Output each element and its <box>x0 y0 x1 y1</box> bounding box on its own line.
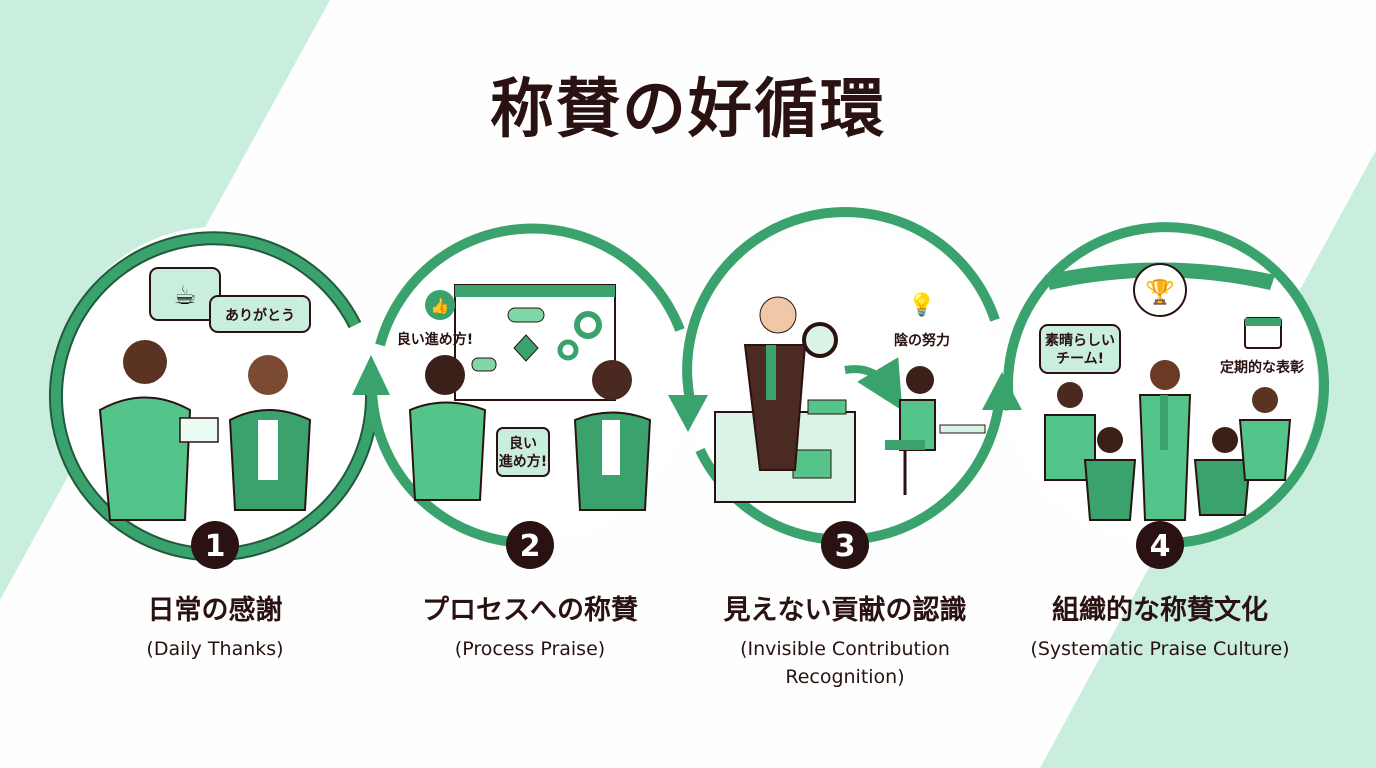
svg-text:👍: 👍 <box>431 297 450 315</box>
person-man <box>408 355 487 501</box>
step-2-title: プロセスへの称賛 <box>422 595 638 626</box>
step-badges: 1 2 3 4 <box>191 521 1184 569</box>
badge-1-number: 1 <box>205 529 226 564</box>
person-woman <box>573 360 652 511</box>
regular-award-caption: 定期的な表彰 <box>1220 359 1304 376</box>
badge-1 <box>191 521 239 569</box>
step-3-title: 見えない貢献の認識 <box>723 595 967 626</box>
step-2-circle: 👍 良い進め方! 良い 進め方! <box>352 223 688 548</box>
step-1-circle: ☕ ありがとう <box>49 227 380 562</box>
badge-4 <box>1136 521 1184 569</box>
bubble-line-1: 素晴らしい <box>1045 332 1115 349</box>
flowchart-board <box>454 284 616 401</box>
badge-3 <box>821 521 869 569</box>
thank-you-card <box>179 417 219 443</box>
step-1-title: 日常の感謝 <box>147 595 283 626</box>
badge-3-number: 3 <box>835 529 856 564</box>
lightbulb-icon: 💡 <box>908 292 935 318</box>
bubble-line-2: 進め方! <box>499 453 547 470</box>
thumbs-up-icon <box>425 290 455 320</box>
step-2-label: プロセスへの称賛 (Process Praise) <box>380 588 680 663</box>
hidden-effort-caption: 陰の努力 <box>894 332 950 349</box>
coffee-cup-icon: ☕ <box>173 281 196 311</box>
bubble-line-1: 良い <box>509 435 537 452</box>
step-4-circle: 🏆 素晴らしい チーム! 定期的な表彰 <box>982 222 1329 549</box>
arrow-up-icon <box>352 355 390 395</box>
arrow-down-icon <box>668 395 708 432</box>
team-people <box>1044 360 1292 521</box>
magnifier-icon <box>802 322 838 358</box>
page-title: 称賛の好循環 <box>490 73 886 147</box>
step-1-subtitle: (Daily Thanks) <box>146 638 284 660</box>
bubble-line-2: チーム! <box>1056 351 1104 367</box>
person-manager <box>743 296 807 471</box>
step-4-label: 組織的な称賛文化 (Systematic Praise Culture) <box>1000 588 1320 663</box>
coffee-bubble <box>149 267 221 321</box>
step-3-label: 見えない貢献の認識 (Invisible Contribution Recogn… <box>695 588 995 691</box>
badge-2 <box>506 521 554 569</box>
trophy-icon: 🏆 <box>1145 278 1175 306</box>
badge-2-number: 2 <box>520 529 541 564</box>
step-4-title: 組織的な称賛文化 <box>1052 595 1268 626</box>
step-3-circle: 💡 陰の努力 <box>668 207 1005 545</box>
person-man <box>98 340 192 521</box>
thanks-bubble-text: ありがとう <box>225 307 295 324</box>
folder-icon <box>792 449 832 479</box>
good-process-caption: 良い進め方! <box>397 331 473 348</box>
step-1-label: 日常の感謝 (Daily Thanks) <box>65 588 365 663</box>
gear-icon <box>557 339 579 361</box>
gear-icon <box>574 311 602 339</box>
person-woman <box>228 355 312 511</box>
arrow-up-icon <box>982 372 1022 410</box>
step-4-subtitle: (Systematic Praise Culture) <box>1030 638 1290 660</box>
step-3-subtitle: (Invisible Contribution Recognition) <box>740 638 950 688</box>
badge-4-number: 4 <box>1150 529 1171 564</box>
step-2-subtitle: (Process Praise) <box>454 638 606 660</box>
person-worker <box>885 366 986 495</box>
